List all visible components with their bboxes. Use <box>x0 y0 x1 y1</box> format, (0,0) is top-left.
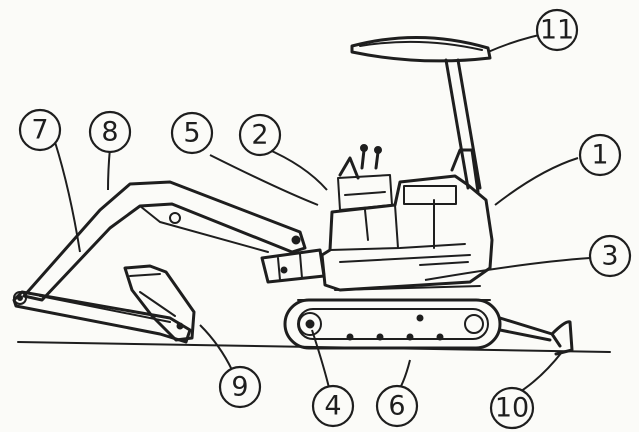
callout-7: 7 <box>18 108 62 152</box>
callout-9: 9 <box>218 365 262 409</box>
callout-8-label: 8 <box>101 117 118 148</box>
crawler-track <box>283 298 502 350</box>
callout-6-label: 6 <box>388 391 405 422</box>
callout-7-label: 7 <box>31 115 48 146</box>
callout-8: 8 <box>88 110 132 154</box>
callout-1-label: 1 <box>591 140 608 171</box>
callout-10-label: 10 <box>495 393 529 424</box>
dozer-blade <box>498 316 574 356</box>
operator-station <box>337 144 480 241</box>
callout-3-label: 3 <box>601 241 618 272</box>
callout-10: 10 <box>489 386 535 430</box>
callout-9-label: 9 <box>231 372 248 403</box>
callout-11: 11 <box>535 8 579 52</box>
boom <box>22 180 307 302</box>
leader-lines <box>54 31 591 396</box>
arm <box>12 290 192 344</box>
callout-2: 2 <box>238 113 282 157</box>
callout-5: 5 <box>170 111 214 155</box>
canopy <box>350 36 492 190</box>
callout-3: 3 <box>588 234 632 278</box>
callout-6: 6 <box>375 384 419 428</box>
bucket <box>123 264 196 342</box>
callout-4: 4 <box>311 384 355 428</box>
callout-11-label: 11 <box>540 15 574 46</box>
callout-2-label: 2 <box>251 120 268 151</box>
callout-1: 1 <box>578 133 622 177</box>
boom-cylinder <box>260 248 326 284</box>
callout-4-label: 4 <box>324 391 341 422</box>
callout-5-label: 5 <box>183 118 200 149</box>
